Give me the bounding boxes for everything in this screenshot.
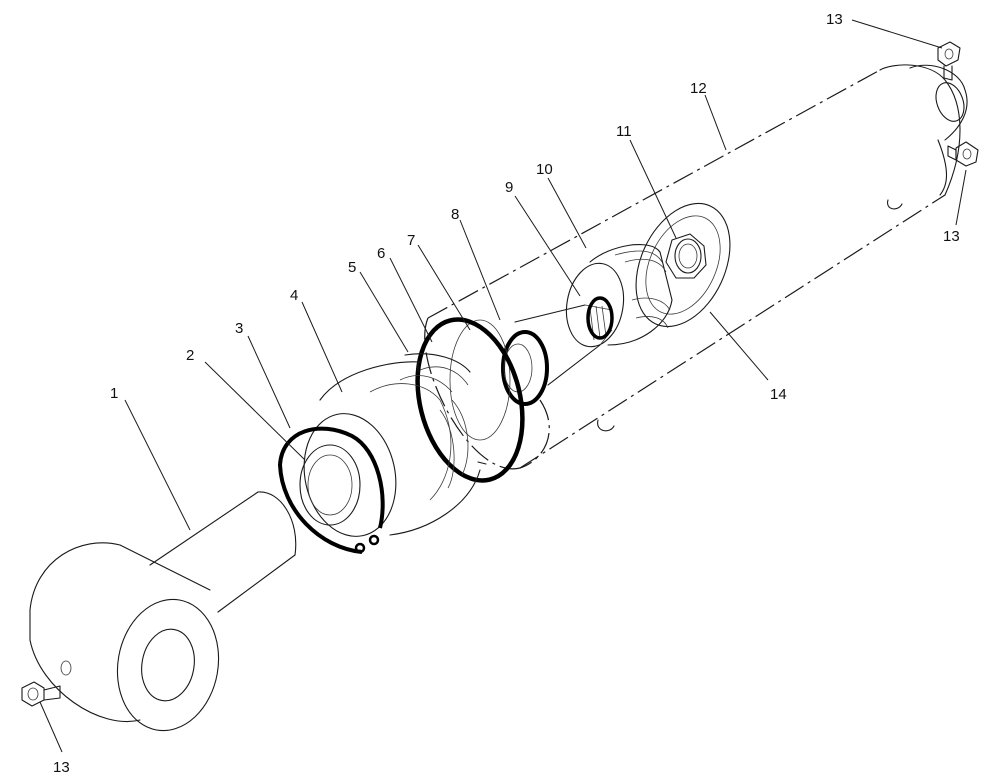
callout-4: 4 (290, 287, 298, 304)
head-o-ring (415, 317, 525, 483)
grease-fitting-top (937, 41, 961, 81)
callout-7: 7 (407, 232, 415, 249)
callout-6: 6 (377, 245, 385, 262)
piston (565, 244, 673, 348)
callout-5: 5 (348, 259, 356, 276)
cylinder-head (319, 353, 487, 536)
leader-lines (39, 19, 967, 753)
callout-2: 2 (186, 347, 194, 364)
callout-8: 8 (451, 206, 459, 223)
callout-13-side: 13 (943, 228, 960, 245)
grease-fitting-side (947, 141, 979, 167)
callout-labels: 1 2 3 4 5 6 7 8 9 10 11 12 13 13 13 14 (53, 11, 960, 776)
callout-13-top: 13 (826, 11, 843, 28)
callout-13-bottom: 13 (53, 759, 70, 776)
head-face (299, 413, 397, 537)
snap-ring (277, 426, 385, 554)
callout-9: 9 (505, 179, 513, 196)
callout-1: 1 (110, 385, 118, 402)
locking-nut (665, 233, 707, 279)
grease-fitting-bottom (21, 681, 61, 707)
callout-10: 10 (536, 161, 553, 178)
callout-3: 3 (235, 320, 243, 337)
rod-o-ring (586, 296, 614, 340)
barrel-outline (424, 64, 968, 470)
end-cap (635, 202, 731, 328)
callout-14: 14 (770, 386, 787, 403)
callout-11: 11 (616, 123, 632, 140)
rod-end (29, 491, 297, 732)
piston-rod (514, 304, 613, 386)
backup-ring (449, 319, 511, 441)
callout-12: 12 (690, 80, 707, 97)
